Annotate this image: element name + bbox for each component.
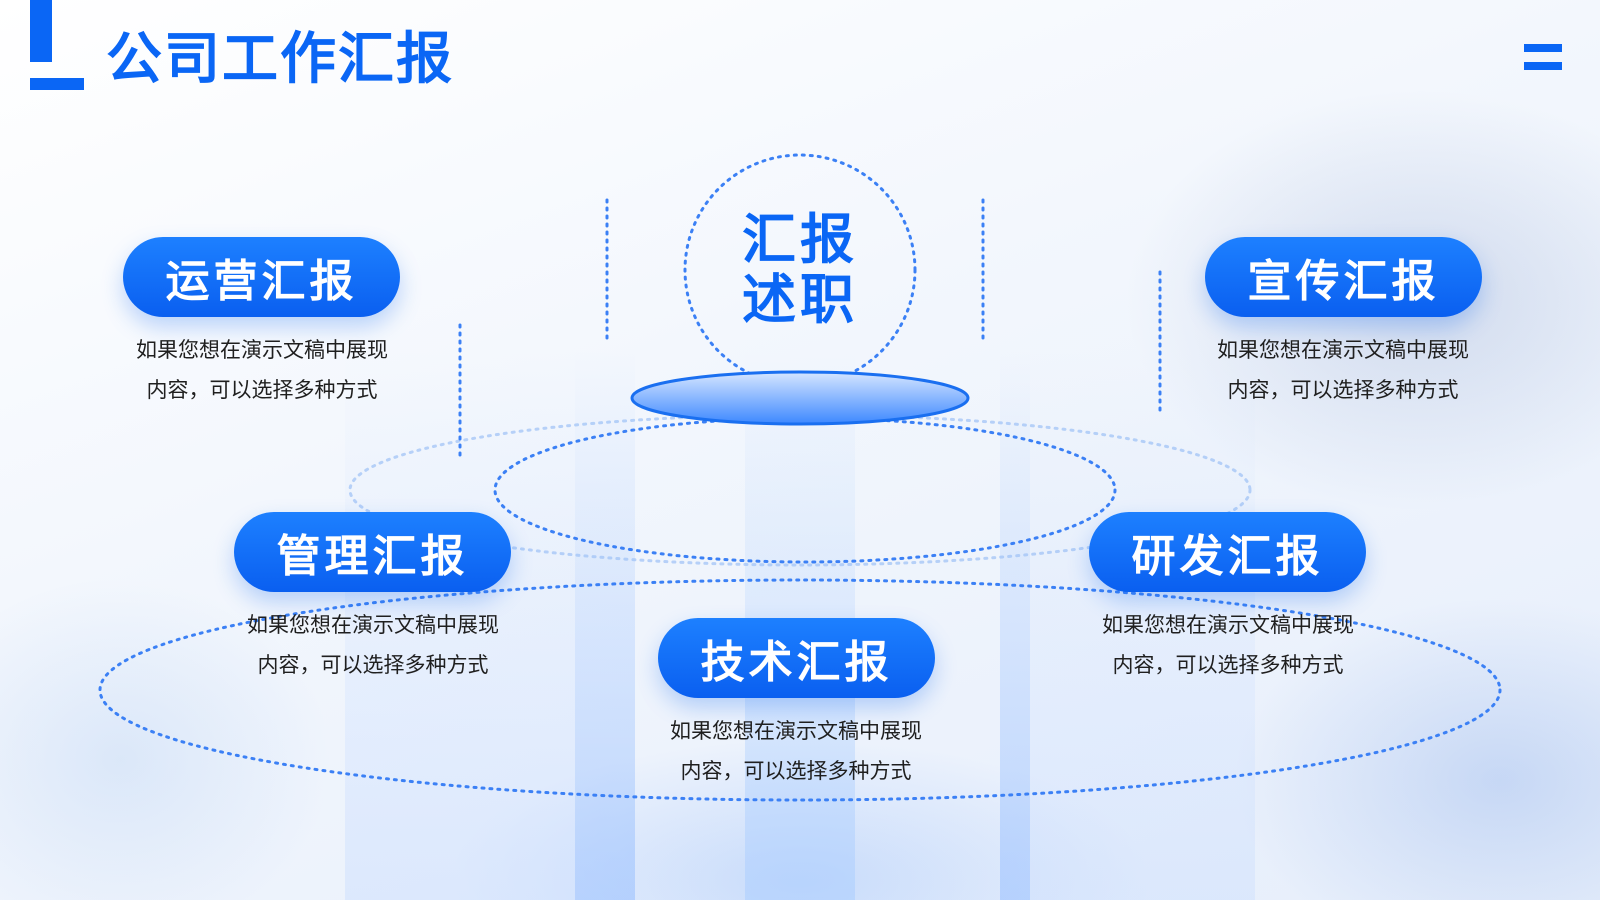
description-line: 如果您想在演示文稿中展现 (670, 719, 922, 743)
description-line: 内容，可以选择多种方式 (1227, 378, 1459, 402)
description-line: 内容，可以选择多种方式 (680, 759, 912, 783)
tech-report-description: 如果您想在演示文稿中展现 内容，可以选择多种方式 (626, 711, 966, 791)
description-line: 内容，可以选择多种方式 (146, 378, 378, 402)
ops-report-description: 如果您想在演示文稿中展现 内容，可以选择多种方式 (92, 330, 432, 410)
description-line: 如果您想在演示文稿中展现 (1102, 613, 1354, 637)
description-line: 如果您想在演示文稿中展现 (247, 613, 499, 637)
title-accent-bar (0, 0, 84, 90)
description-line: 内容，可以选择多种方式 (1112, 653, 1344, 677)
mgmt-report-description: 如果您想在演示文稿中展现 内容，可以选择多种方式 (203, 605, 543, 685)
description-line: 内容，可以选择多种方式 (257, 653, 489, 677)
promo-report-description: 如果您想在演示文稿中展现 内容，可以选择多种方式 (1173, 330, 1513, 410)
tech-report-button[interactable]: 技术汇报 (658, 618, 935, 698)
description-line: 如果您想在演示文稿中展现 (136, 338, 388, 362)
promo-report-button[interactable]: 宣传汇报 (1205, 237, 1482, 317)
page-title: 公司工作汇报 (106, 27, 454, 92)
rnd-report-button[interactable]: 研发汇报 (1089, 512, 1366, 592)
menu-icon[interactable] (1524, 44, 1562, 72)
mgmt-report-button[interactable]: 管理汇报 (234, 512, 511, 592)
center-label: 汇报 述职 (700, 210, 900, 330)
description-line: 如果您想在演示文稿中展现 (1217, 338, 1469, 362)
inner-orbit (493, 416, 1117, 564)
podium-disc (630, 370, 970, 426)
ops-report-button[interactable]: 运营汇报 (123, 237, 400, 317)
center-label-line: 汇报 (742, 208, 858, 271)
center-label-line: 述职 (742, 268, 858, 331)
rnd-report-description: 如果您想在演示文稿中展现 内容，可以选择多种方式 (1058, 605, 1398, 685)
outer-orbit (98, 578, 1502, 802)
center-ring (683, 153, 917, 387)
